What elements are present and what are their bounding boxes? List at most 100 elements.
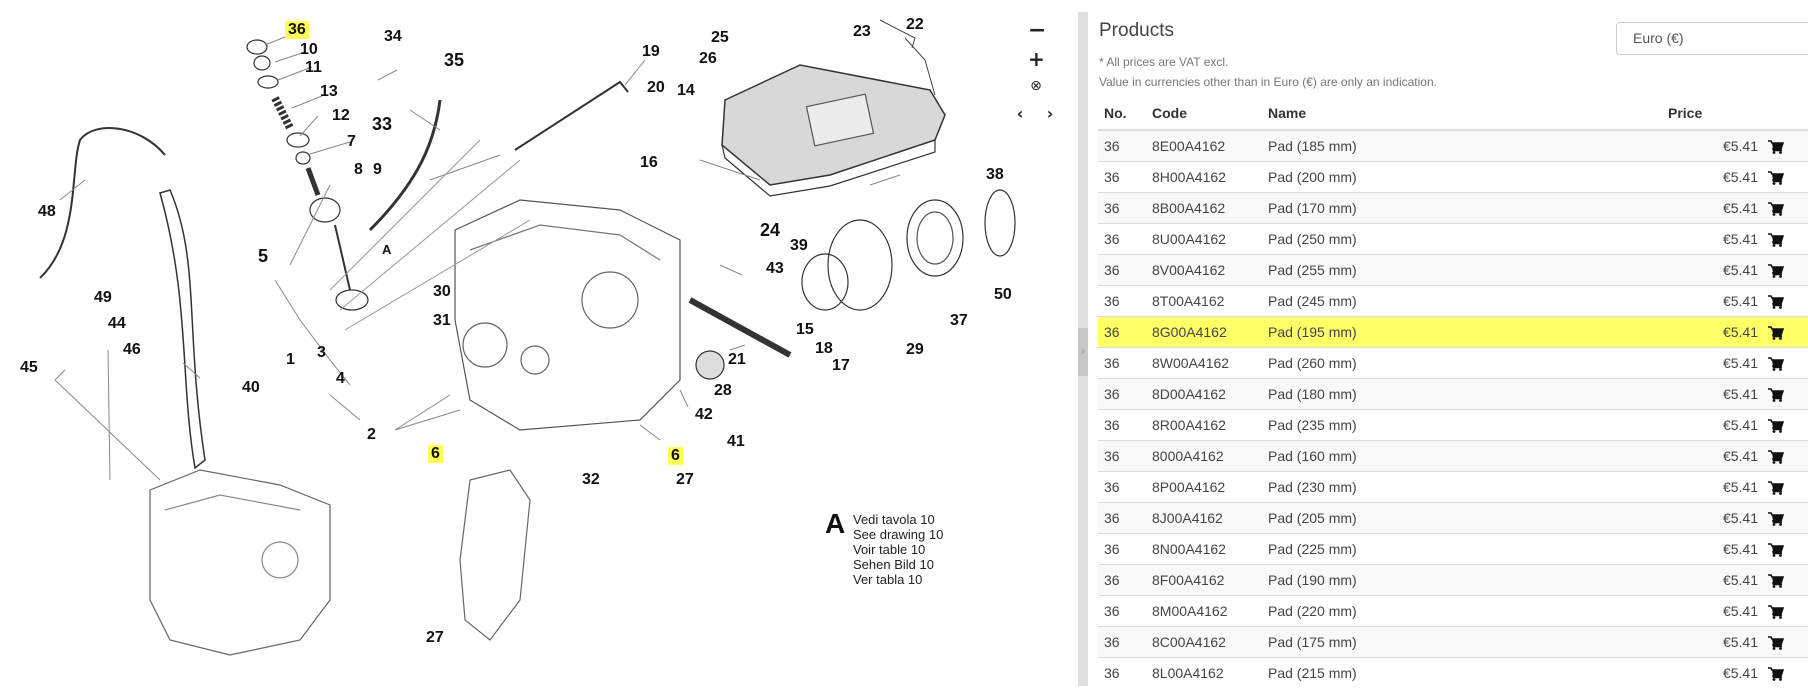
part-label-13[interactable]: 13 <box>320 84 338 100</box>
part-label-9[interactable]: 9 <box>373 162 382 178</box>
part-label-16[interactable]: 16 <box>640 155 658 171</box>
part-label-23[interactable]: 23 <box>853 24 871 40</box>
cart-icon[interactable] <box>1768 140 1784 154</box>
cart-icon[interactable] <box>1768 512 1784 526</box>
cart-icon[interactable] <box>1768 481 1784 495</box>
part-label-1[interactable]: 1 <box>286 352 295 368</box>
previous-diagram-button[interactable]: ‹ <box>1013 104 1027 123</box>
part-label-45[interactable]: 45 <box>20 360 38 376</box>
part-label-39[interactable]: 39 <box>790 238 808 254</box>
part-label-44[interactable]: 44 <box>108 316 126 332</box>
column-header-price[interactable]: Price <box>1662 96 1762 130</box>
cart-icon[interactable] <box>1768 450 1784 464</box>
zoom-out-button[interactable]: − <box>1028 20 1044 42</box>
part-label-27b[interactable]: 27 <box>426 630 444 646</box>
cart-icon[interactable] <box>1768 605 1784 619</box>
pane-splitter[interactable]: › <box>1078 12 1088 686</box>
part-label-32[interactable]: 32 <box>582 472 600 488</box>
part-label-46[interactable]: 46 <box>123 342 141 358</box>
cart-icon[interactable] <box>1768 388 1784 402</box>
part-label-26[interactable]: 26 <box>699 51 717 67</box>
part-label-15[interactable]: 15 <box>796 322 814 338</box>
part-label-17[interactable]: 17 <box>832 358 850 374</box>
part-label-35[interactable]: 35 <box>444 51 464 69</box>
cart-icon[interactable] <box>1768 295 1784 309</box>
part-label-25[interactable]: 25 <box>711 30 729 46</box>
part-label-50[interactable]: 50 <box>994 287 1012 303</box>
part-label-34[interactable]: 34 <box>384 29 402 45</box>
cart-icon[interactable] <box>1768 171 1784 185</box>
part-label-14[interactable]: 14 <box>677 83 695 99</box>
part-label-5[interactable]: 5 <box>258 247 268 265</box>
part-label-10[interactable]: 10 <box>300 42 318 58</box>
cart-icon[interactable] <box>1768 326 1784 340</box>
part-label-41[interactable]: 41 <box>727 434 745 450</box>
part-label-22[interactable]: 22 <box>906 17 924 33</box>
part-label-27[interactable]: 27 <box>676 472 694 488</box>
cart-icon[interactable] <box>1768 264 1784 278</box>
next-diagram-button[interactable]: › <box>1043 104 1057 123</box>
part-label-6[interactable]: 6 <box>428 445 443 463</box>
part-label-40[interactable]: 40 <box>242 380 260 396</box>
part-label-21[interactable]: 21 <box>728 352 746 368</box>
cart-icon[interactable] <box>1768 419 1784 433</box>
part-label-24[interactable]: 24 <box>760 221 780 239</box>
part-label-29[interactable]: 29 <box>906 342 924 358</box>
part-label-43[interactable]: 43 <box>766 261 784 277</box>
cart-icon[interactable] <box>1768 574 1784 588</box>
part-label-28[interactable]: 28 <box>714 383 732 399</box>
cart-icon[interactable] <box>1768 233 1784 247</box>
part-label-31[interactable]: 31 <box>433 313 451 329</box>
part-label-37[interactable]: 37 <box>950 313 968 329</box>
part-label-7[interactable]: 7 <box>347 134 356 150</box>
part-label-6b[interactable]: 6 <box>668 447 683 465</box>
part-label-11[interactable]: 11 <box>305 60 322 76</box>
splitter-handle[interactable]: › <box>1078 328 1088 376</box>
currency-select[interactable]: Euro (€) <box>1616 22 1808 55</box>
part-label-49[interactable]: 49 <box>94 290 112 306</box>
part-label-2[interactable]: 2 <box>367 427 376 443</box>
cart-icon[interactable] <box>1768 357 1784 371</box>
part-label-18[interactable]: 18 <box>815 341 833 357</box>
reset-zoom-button[interactable]: ⊗ <box>1027 77 1045 95</box>
part-label-8[interactable]: 8 <box>354 162 363 178</box>
column-header-no[interactable]: No. <box>1098 96 1146 130</box>
cart-icon[interactable] <box>1768 636 1784 650</box>
cart-icon[interactable] <box>1768 667 1784 681</box>
part-label-4[interactable]: 4 <box>336 371 345 387</box>
parts-diagram[interactable]: 36 10 11 13 12 7 8 9 34 35 33 48 5 49 44… <box>0 0 1078 686</box>
zoom-in-button[interactable]: + <box>1028 48 1044 70</box>
cart-icon[interactable] <box>1768 202 1784 216</box>
part-label-48[interactable]: 48 <box>38 204 56 220</box>
part-label-38[interactable]: 38 <box>986 167 1004 183</box>
part-label-3[interactable]: 3 <box>317 345 326 361</box>
part-label-33[interactable]: 33 <box>372 115 392 133</box>
part-label-30[interactable]: 30 <box>433 284 451 300</box>
part-label-12[interactable]: 12 <box>332 108 350 124</box>
column-header-name[interactable]: Name <box>1262 96 1662 130</box>
cart-icon[interactable] <box>1768 543 1784 557</box>
part-label-42[interactable]: 42 <box>695 407 713 423</box>
part-label-20[interactable]: 20 <box>647 80 665 96</box>
part-label-19[interactable]: 19 <box>642 44 660 60</box>
part-label-36[interactable]: 36 <box>285 21 309 39</box>
column-header-code[interactable]: Code <box>1146 96 1262 130</box>
